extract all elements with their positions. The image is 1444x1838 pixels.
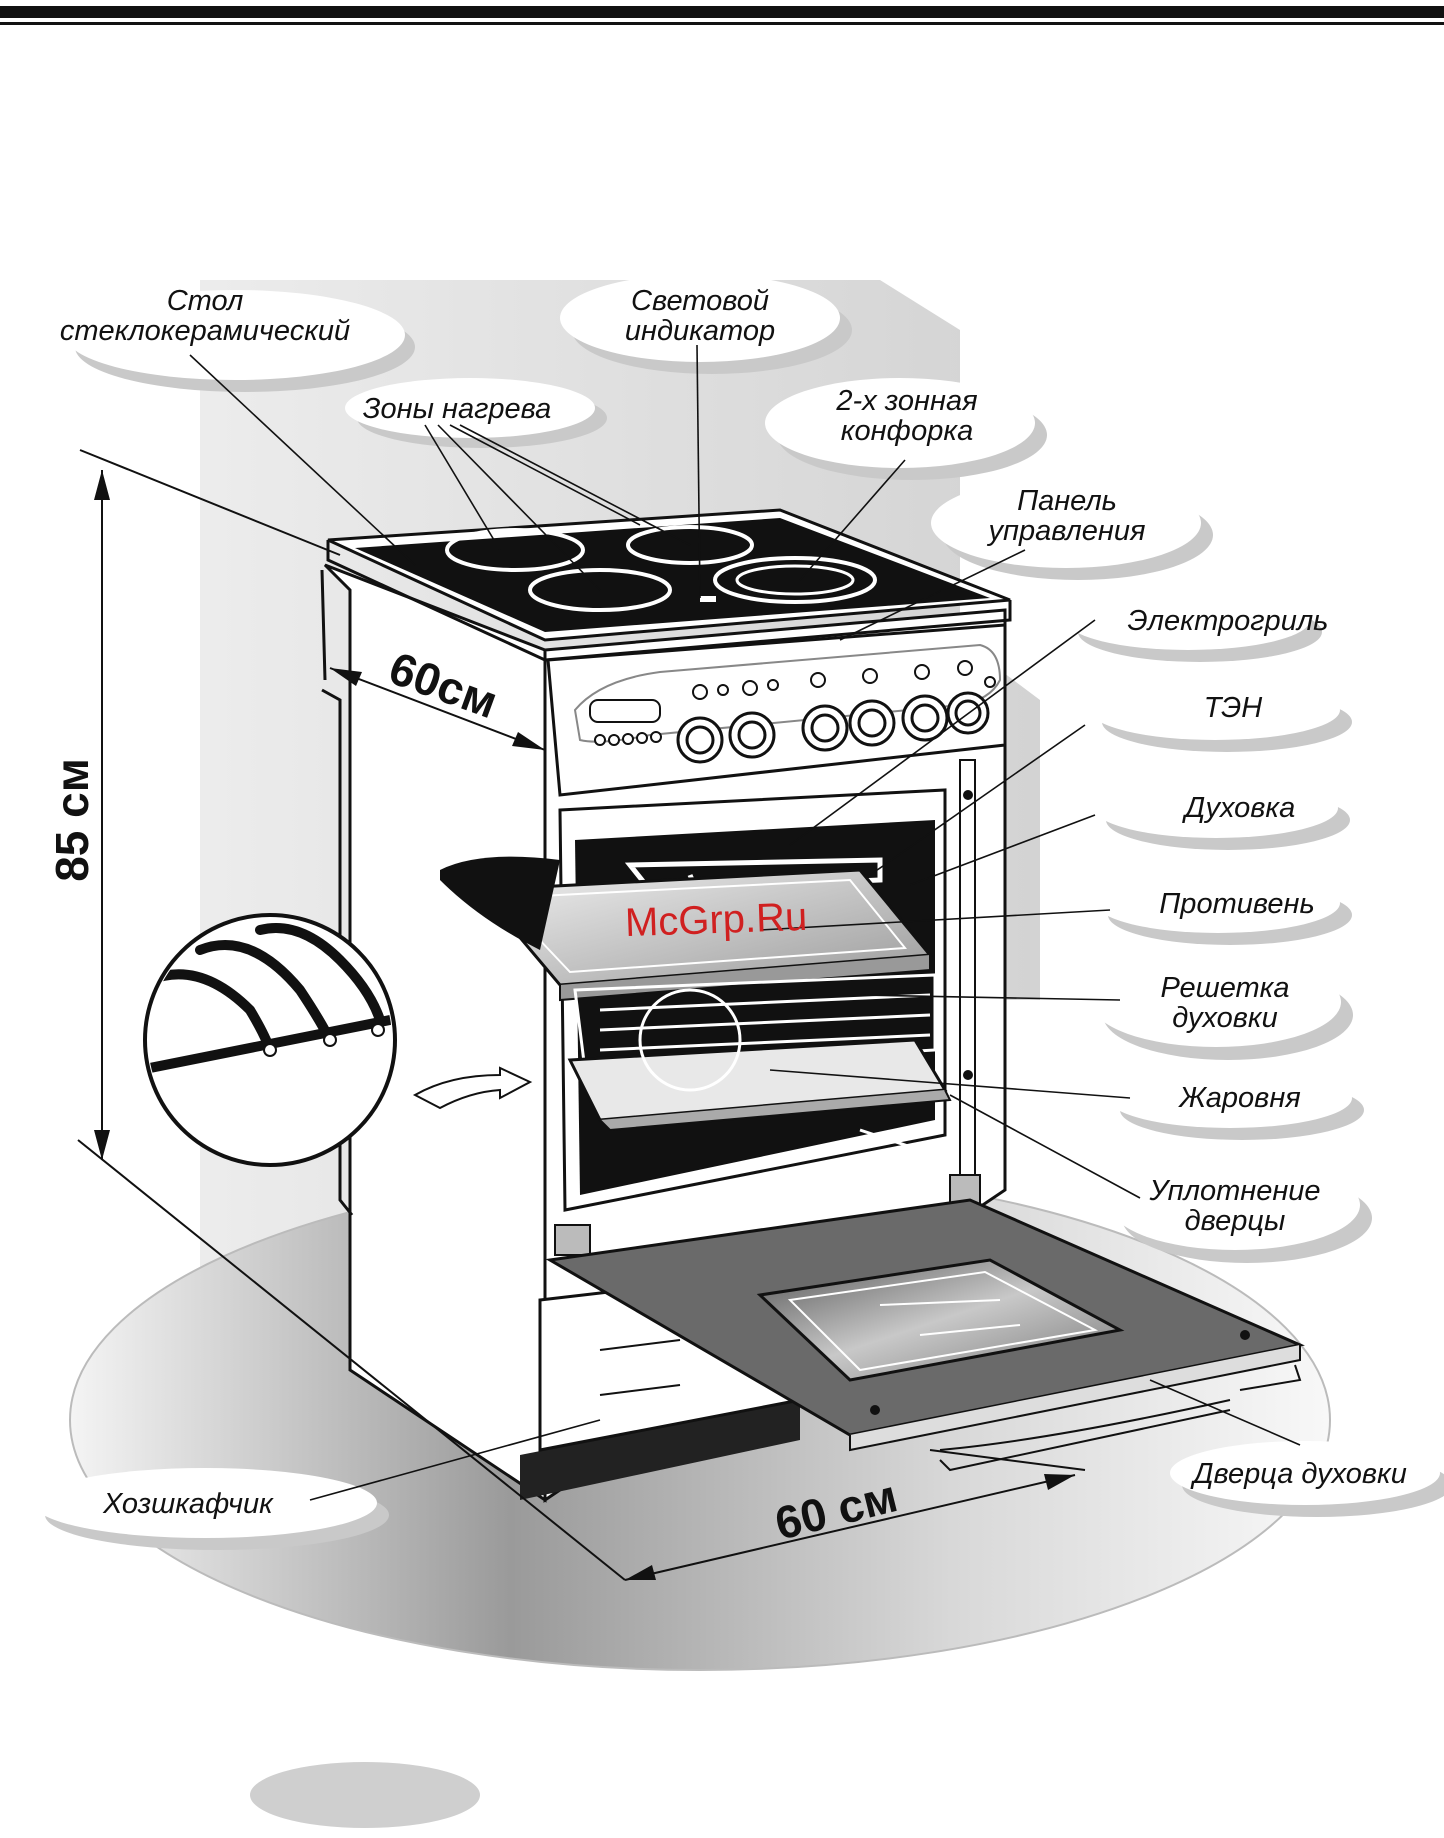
label-baking-tray: Противень xyxy=(1159,888,1314,920)
header-rule xyxy=(0,6,1444,25)
label-roasting-pan: Жаровня xyxy=(1177,1082,1301,1114)
label-oven-door: Дверца духовки xyxy=(1190,1458,1407,1490)
page-number-pill xyxy=(250,1762,480,1828)
label-electric-grill: Электрогриль xyxy=(1128,605,1329,637)
dimension-height: 85 см xyxy=(46,758,98,882)
label-heating-zones: Зоны нагрева xyxy=(363,393,552,425)
label-oven: Духовка xyxy=(1182,792,1296,824)
watermark: McGrp.Ru xyxy=(624,895,808,945)
label-storage-drawer: Хозшкафчик xyxy=(102,1488,274,1520)
label-heating-element: ТЭН xyxy=(1204,692,1263,724)
